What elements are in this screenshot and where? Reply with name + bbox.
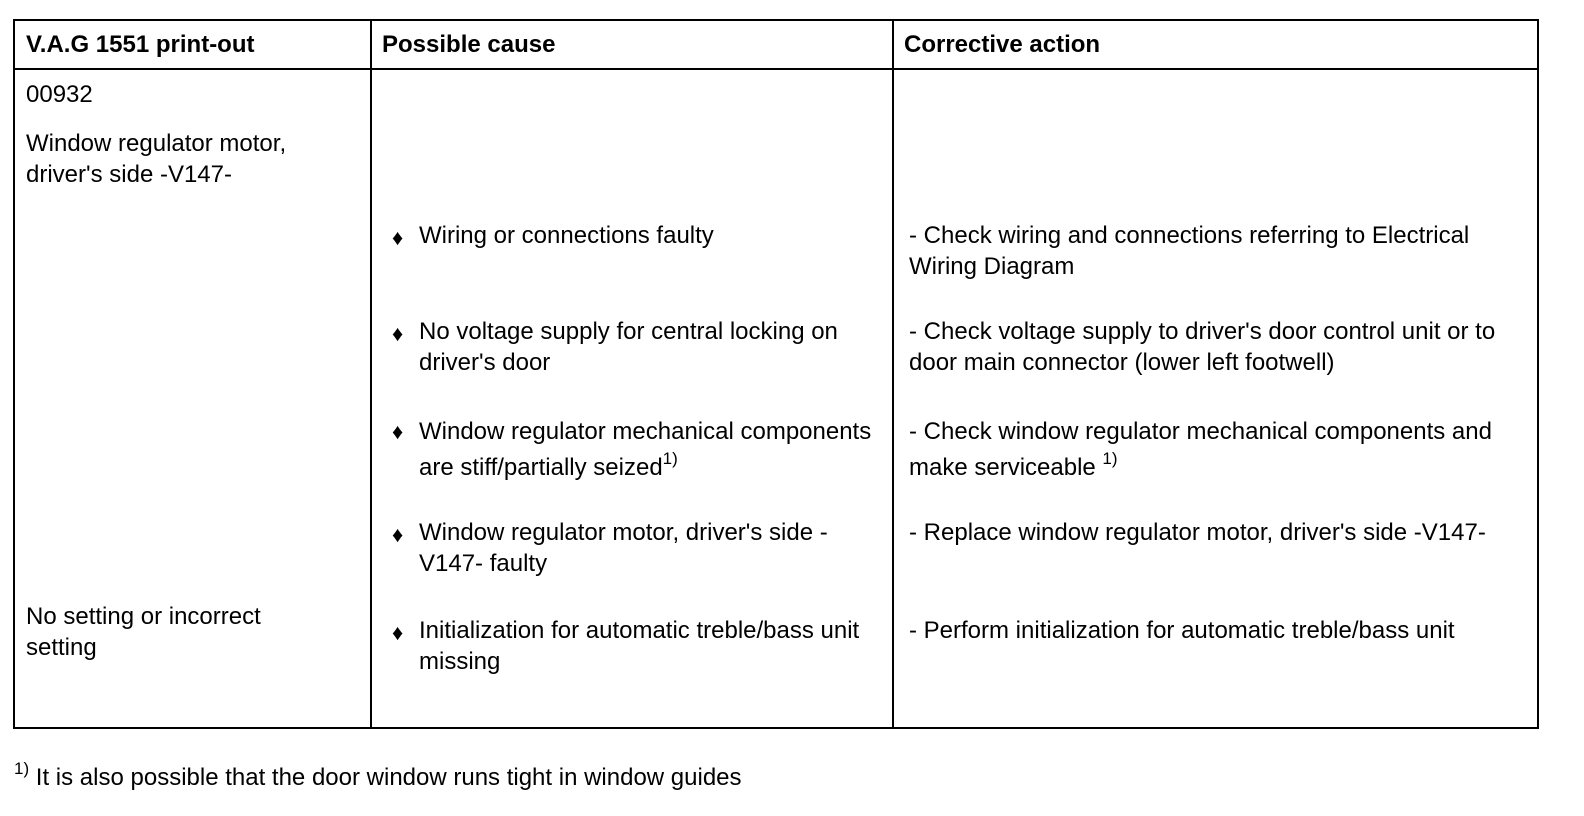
footnote-text: It is also possible that the door window…	[29, 764, 742, 791]
cause-label: Wiring or connections faulty	[419, 222, 714, 249]
bullet-icon: ♦	[392, 522, 404, 547]
cause-label: Window regulator mechanical components a…	[419, 418, 872, 481]
bullet-icon: ♦	[392, 321, 404, 346]
cause-text: No voltage supply for central locking on…	[419, 316, 879, 378]
action-row-4: - Replace window regulator motor, driver…	[909, 517, 1499, 548]
action-label: - Check voltage supply to driver's door …	[909, 318, 1496, 376]
header-possible-cause: Possible cause	[382, 31, 556, 58]
footnote-marker: 1)	[662, 449, 678, 468]
fault-setting: No setting or incorrect setting	[26, 603, 261, 661]
diagnostic-table: V.A.G 1551 print-out Possible cause Corr…	[13, 19, 1539, 729]
cause-label: No voltage supply for central locking on…	[419, 318, 838, 376]
column-divider-1	[370, 21, 372, 727]
cause-label: Initialization for automatic treble/bass…	[419, 617, 860, 675]
action-label: - Perform initialization for automatic t…	[909, 617, 1455, 644]
action-row-2: - Check voltage supply to driver's door …	[909, 316, 1534, 378]
action-row-3: - Check window regulator mechanical comp…	[909, 414, 1534, 486]
action-row-5: - Perform initialization for automatic t…	[909, 615, 1489, 646]
cause-text: Window regulator mechanical components a…	[419, 414, 879, 486]
action-row-1: - Check wiring and connections referring…	[909, 220, 1534, 282]
table-header-row: V.A.G 1551 print-out Possible cause Corr…	[15, 21, 1537, 70]
cause-text: Window regulator motor, driver's side -V…	[419, 517, 879, 579]
cause-text: Initialization for automatic treble/bass…	[419, 615, 879, 677]
footnote-marker: 1)	[14, 759, 30, 778]
cause-label: Window regulator motor, driver's side -V…	[419, 519, 828, 577]
fault-component: Window regulator motor, driver's side -V…	[26, 130, 287, 188]
footnote-marker: 1)	[1102, 449, 1118, 468]
action-label: - Replace window regulator motor, driver…	[909, 519, 1486, 546]
fault-code: 00932	[26, 81, 93, 108]
cause-text: Wiring or connections faulty	[419, 220, 879, 251]
header-corrective-action: Corrective action	[904, 31, 1101, 58]
header-printout: V.A.G 1551 print-out	[26, 31, 255, 58]
column-divider-2	[892, 21, 894, 727]
action-label: - Check window regulator mechanical comp…	[909, 418, 1492, 481]
bullet-icon: ♦	[392, 620, 404, 645]
bullet-icon: ♦	[392, 419, 404, 444]
action-label: - Check wiring and connections referring…	[909, 222, 1470, 280]
footnote: 1) It is also possible that the door win…	[14, 759, 742, 793]
bullet-icon: ♦	[392, 225, 404, 250]
